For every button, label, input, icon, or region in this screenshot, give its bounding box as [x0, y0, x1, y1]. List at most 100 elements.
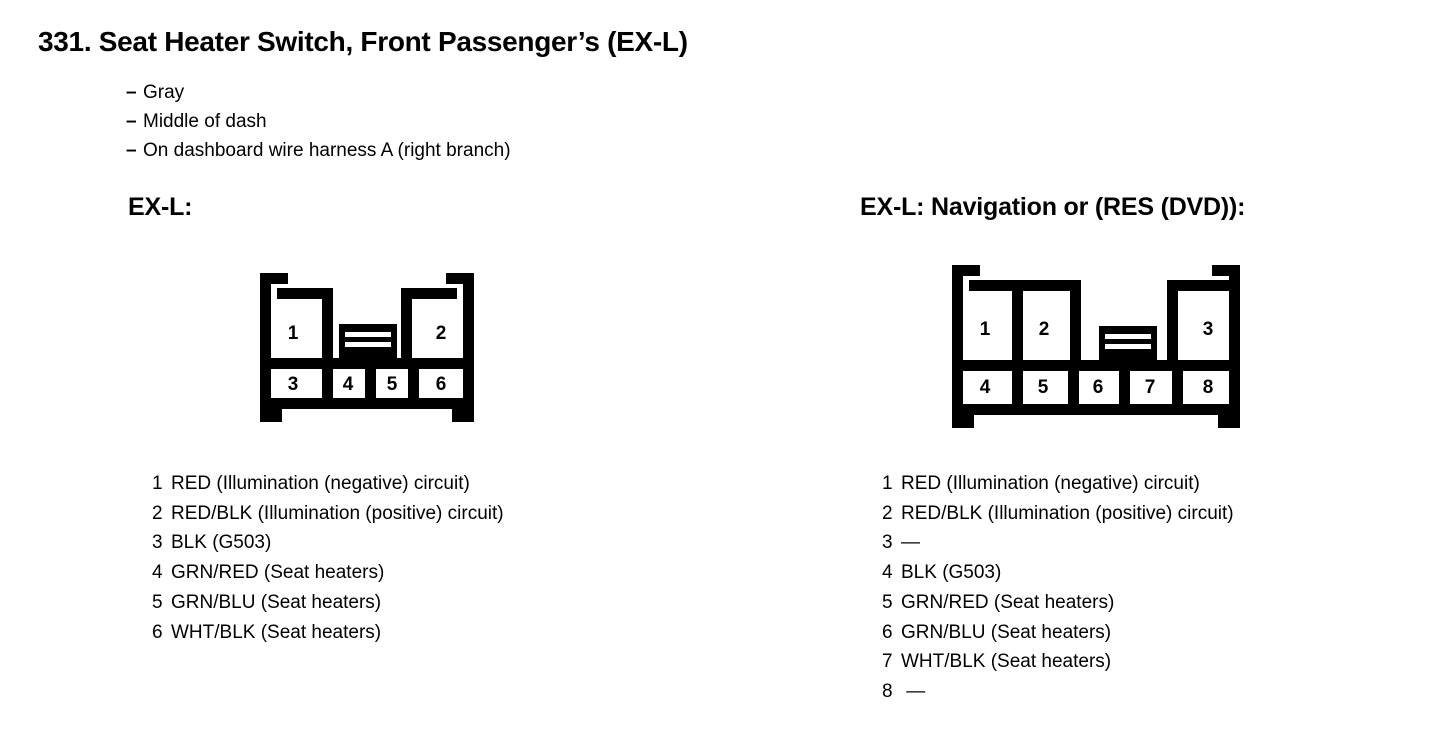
- foot-left: [952, 404, 974, 428]
- shoulder-top-left: [260, 273, 288, 284]
- foot-left: [260, 398, 282, 422]
- section-right: EX-L: Navigation or (RES (DVD)):: [860, 193, 1245, 222]
- pin-description: GRN/BLU (Seat heaters): [901, 621, 1112, 643]
- cavity-label-3: 3: [288, 374, 299, 395]
- cavity-label-2: 2: [436, 323, 447, 344]
- divider-4-5: [365, 369, 376, 409]
- pin-number: 3: [882, 532, 893, 554]
- bullet-dash: –: [126, 140, 137, 161]
- wall-left: [260, 273, 271, 422]
- pin-list-right: 1 RED (Illumination (negative) circuit) 2…: [882, 469, 1234, 707]
- pin-number: 6: [152, 621, 163, 643]
- attribute-bullet-list: –Gray –Middle of dash –On dashboard wire…: [126, 78, 511, 165]
- pin-list-left: 1 RED (Illumination (negative) circuit) 2…: [152, 469, 504, 647]
- pin-description: GRN/RED (Seat heaters): [901, 591, 1115, 613]
- row-divider: [260, 358, 474, 369]
- pin-row: 4 BLK (G503): [882, 558, 1234, 588]
- pin-description: GRN/BLU (Seat heaters): [171, 591, 382, 613]
- foot-right: [1218, 404, 1240, 428]
- pin-description: WHT/BLK (Seat heaters): [901, 651, 1112, 673]
- divider-1-2: [1012, 280, 1023, 360]
- cavity-label-1: 1: [288, 323, 299, 344]
- row-divider: [952, 360, 1240, 371]
- bullet-text: Gray: [143, 82, 185, 103]
- cavity-label-5: 5: [1038, 377, 1049, 398]
- pin-number: 1: [882, 473, 893, 494]
- pin-description: GRN/RED (Seat heaters): [171, 562, 385, 584]
- list-item: –On dashboard wire harness A (right bran…: [126, 136, 511, 165]
- step-right: [1167, 280, 1229, 291]
- pin-description: BLK (G503): [171, 532, 272, 554]
- section-heading-right: EX-L: Navigation or (RES (DVD)):: [860, 193, 1246, 221]
- pin-row: 6 GRN/BLU (Seat heaters): [882, 618, 1234, 648]
- pin-row: 4 GRN/RED (Seat heaters): [152, 558, 504, 588]
- divider-7-8: [1172, 371, 1183, 415]
- pin-number: 4: [152, 562, 163, 584]
- pin-description: —: [901, 532, 920, 554]
- divider-4-5: [1012, 371, 1023, 415]
- cavity-label-4: 4: [343, 374, 354, 395]
- step-left: [277, 288, 333, 299]
- bullet-dash: –: [126, 111, 137, 132]
- foot-right: [452, 398, 474, 422]
- pin-number: 6: [882, 621, 893, 643]
- wall-left: [952, 265, 963, 428]
- pin-number: 7: [882, 651, 893, 673]
- connector-diagram-left: 1 2 3 4 5 6: [252, 262, 496, 438]
- pin-number: 4: [882, 562, 893, 584]
- connector-svg-left: 1 2 3 4 5 6: [260, 273, 474, 422]
- pin-row: 6 WHT/BLK (Seat heaters): [152, 618, 504, 648]
- step-left: [969, 280, 1081, 291]
- pin-row: 3—: [882, 528, 1234, 558]
- cavity-label-2: 2: [1039, 319, 1050, 340]
- cavity2-left-wall: [401, 288, 412, 358]
- connector-svg-right: 1 2 3 4 5 6 7 8: [952, 265, 1240, 428]
- pin-row: 7 WHT/BLK (Seat heaters): [882, 647, 1234, 677]
- shoulder-top-right: [446, 273, 474, 284]
- cavity-label-1: 1: [980, 319, 991, 340]
- shoulder-top-left: [952, 265, 980, 276]
- pin-number: 1: [152, 473, 163, 494]
- pin-description: —: [901, 680, 926, 702]
- cavity-label-3: 3: [1203, 319, 1214, 340]
- pin-description: RED/BLK (Illumination (positive) circuit…: [171, 502, 504, 524]
- latch-slot-lower: [1105, 344, 1151, 349]
- divider-5-6: [1068, 371, 1079, 415]
- latch-slot-lower: [345, 342, 391, 347]
- page-title: 331. Seat Heater Switch, Front Passenger…: [38, 26, 688, 57]
- latch-slot-upper: [1105, 334, 1151, 339]
- cavity-label-8: 8: [1203, 377, 1214, 398]
- pin-description: WHT/BLK (Seat heaters): [171, 621, 382, 643]
- pin-description: RED (Illumination (negative) circuit): [171, 473, 470, 494]
- pin-description: RED (Illumination (negative) circuit): [901, 473, 1200, 494]
- cavity3-left-wall: [1167, 280, 1178, 360]
- latch-tab-left: [339, 324, 397, 358]
- bottom-bar: [260, 398, 474, 409]
- pin-number: 2: [882, 502, 893, 524]
- pin-row: 1 RED (Illumination (negative) circuit): [882, 469, 1234, 499]
- pin-number: 5: [882, 591, 893, 613]
- pin-row: 8 —: [882, 677, 1234, 707]
- shoulder-top-right: [1212, 265, 1240, 276]
- pin-description: BLK (G503): [901, 562, 1002, 584]
- cavity-label-6: 6: [436, 374, 447, 395]
- pin-row: 1 RED (Illumination (negative) circuit): [152, 469, 504, 499]
- bullet-text: Middle of dash: [143, 111, 267, 132]
- divider-5-6: [408, 369, 419, 409]
- latch-tab-right: [1099, 326, 1157, 360]
- latch-slot-upper: [345, 332, 391, 337]
- cavity1-right-wall: [322, 288, 333, 358]
- cavity-label-6: 6: [1093, 377, 1104, 398]
- section-left: EX-L:: [128, 193, 192, 222]
- wall-right: [1229, 265, 1240, 428]
- list-item: –Middle of dash: [126, 107, 511, 136]
- cavity-label-4: 4: [980, 377, 991, 398]
- divider-6-7: [1119, 371, 1130, 415]
- connector-diagram-right: 1 2 3 4 5 6 7 8: [944, 254, 1262, 440]
- bullet-dash: –: [126, 82, 137, 103]
